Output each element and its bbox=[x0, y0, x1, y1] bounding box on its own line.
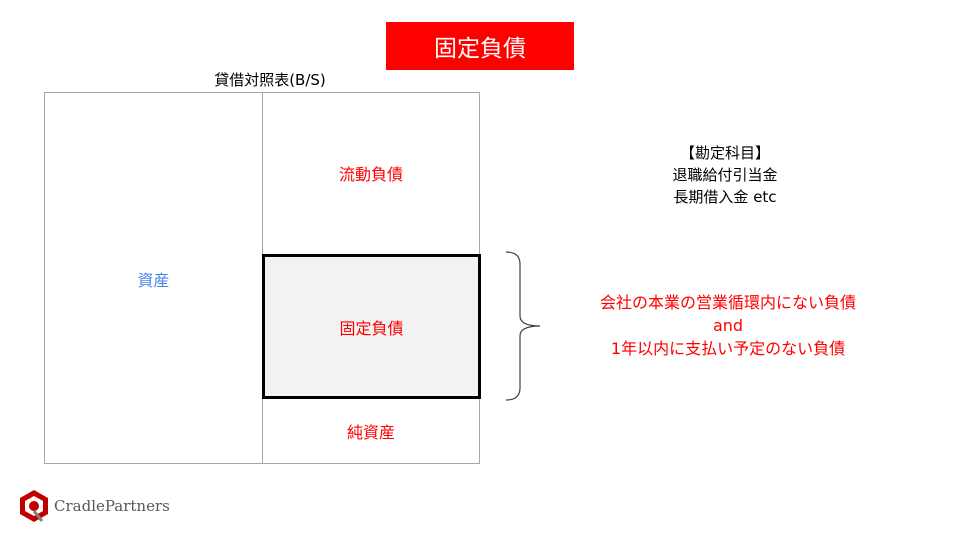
assets-label: 資産 bbox=[137, 271, 170, 290]
cradle-logo-icon bbox=[20, 490, 48, 522]
account-item: 退職給付引当金 bbox=[672, 166, 778, 184]
company-logo: CradlePartners bbox=[18, 488, 170, 524]
definition-line: and bbox=[712, 316, 744, 335]
definition-line: 1年以内に支払い予定のない負債 bbox=[610, 339, 846, 358]
fixed-liabilities-definition: 会社の本業の営業循環内にない負債 and 1年以内に支払い予定のない負債 bbox=[548, 291, 908, 360]
accounts-heading: 【勘定科目】 bbox=[679, 144, 770, 162]
fixed-liabilities-box: 固定負債 bbox=[262, 254, 481, 399]
net-assets-label: 純資産 bbox=[346, 423, 395, 442]
logo-text: CradlePartners bbox=[54, 497, 170, 515]
fixed-liabilities-label: 固定負債 bbox=[339, 318, 404, 338]
account-item: 長期借入金 etc bbox=[673, 188, 777, 206]
balance-sheet-caption: 貸借対照表(B/S) bbox=[214, 71, 326, 89]
right-brace-icon bbox=[505, 251, 541, 401]
page-title: 固定負債 bbox=[386, 22, 574, 70]
accounts-list: 【勘定科目】 退職給付引当金 長期借入金 etc bbox=[620, 142, 830, 208]
current-liabilities-label: 流動負債 bbox=[338, 165, 403, 184]
definition-line: 会社の本業の営業循環内にない負債 bbox=[599, 293, 856, 312]
